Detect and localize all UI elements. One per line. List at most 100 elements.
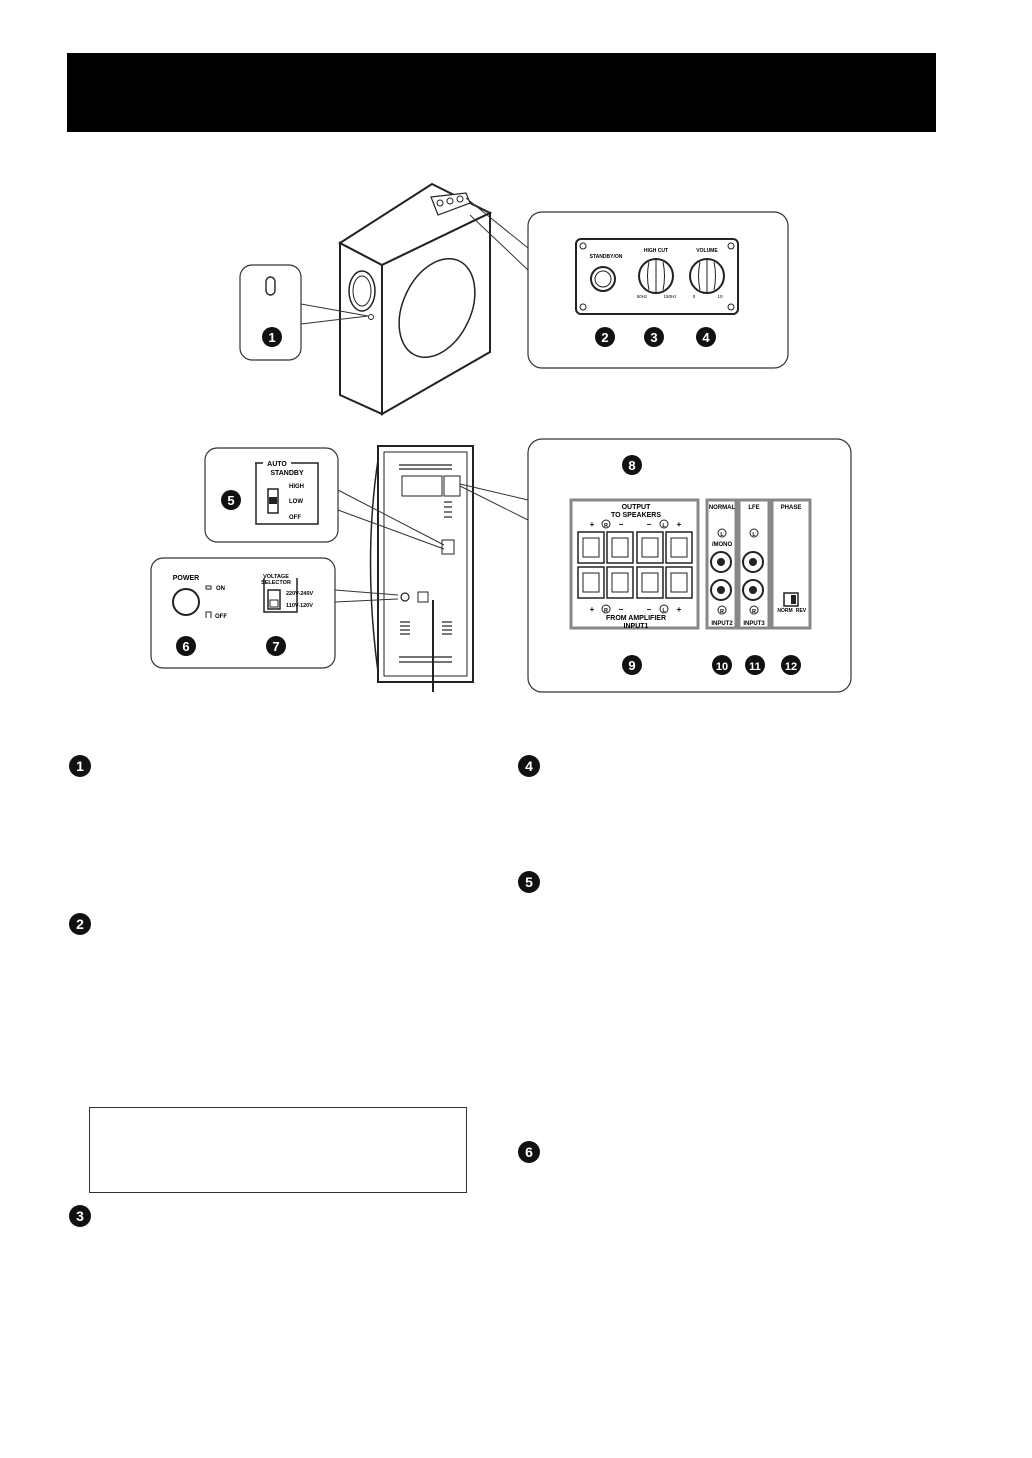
rear-panel-callout-box bbox=[527, 438, 852, 693]
auto-standby-subtitle: STANDBY bbox=[270, 470, 304, 477]
r-label: R bbox=[720, 609, 724, 615]
phase-rev-label: REV bbox=[796, 608, 807, 614]
mono-label: /MONO bbox=[712, 542, 733, 548]
callout-number: 12 bbox=[785, 661, 797, 673]
callout-marker bbox=[745, 655, 765, 675]
speaker-terminal[interactable] bbox=[606, 531, 634, 564]
amplifier-terminal[interactable] bbox=[577, 566, 605, 599]
minus-sign: − bbox=[647, 605, 652, 614]
input2-label: INPUT2 bbox=[711, 621, 733, 627]
standby-indicator bbox=[265, 276, 276, 296]
amplifier-terminal[interactable] bbox=[606, 566, 634, 599]
input2-section: NORMAL L /MONO R INPUT2 bbox=[705, 498, 738, 630]
r-label: R bbox=[604, 523, 608, 529]
rear-cabinet bbox=[369, 445, 474, 692]
input1-label: INPUT1 bbox=[624, 623, 649, 630]
section-marker-5: 5 bbox=[518, 871, 540, 893]
voltage-high-label: 220V-240V bbox=[286, 591, 314, 597]
plus-sign: + bbox=[677, 520, 682, 529]
callout-marker bbox=[622, 455, 642, 475]
volume-min-label: 0 bbox=[693, 294, 696, 299]
plus-sign: + bbox=[590, 605, 595, 614]
voltage-low-label: 110V-120V bbox=[286, 603, 313, 609]
speaker-terminal[interactable] bbox=[577, 531, 605, 564]
section-marker-4: 4 bbox=[518, 755, 540, 777]
output-label: OUTPUT bbox=[622, 504, 652, 511]
l-label: L bbox=[752, 532, 756, 538]
power-label: POWER bbox=[173, 575, 199, 582]
callout-marker bbox=[176, 636, 196, 656]
r-label: R bbox=[752, 609, 756, 615]
high-cut-min-label: 50Hz bbox=[637, 294, 648, 299]
phase-label: PHASE bbox=[781, 505, 802, 511]
volume-label: VOLUME bbox=[696, 248, 718, 254]
auto-standby-off: OFF bbox=[289, 515, 301, 521]
plus-sign: + bbox=[590, 520, 595, 529]
callout-markers: 1 2 3 4 5 6 7 8 9 10 11 12 bbox=[176, 327, 801, 675]
high-cut-label: HIGH CUT bbox=[644, 248, 668, 254]
top-control-panel: STANDBY/ON HIGH CUT 50Hz 150Hz VOLUME 0 … bbox=[575, 238, 739, 315]
callout-marker bbox=[266, 636, 286, 656]
section-marker-6: 6 bbox=[518, 1141, 540, 1163]
callout-number: 11 bbox=[749, 661, 761, 673]
power-panel: POWER ON OFF VOLTAGE SELECTOR 220V-240V … bbox=[172, 574, 314, 620]
callout-marker bbox=[644, 327, 664, 347]
minus-sign: − bbox=[647, 520, 652, 529]
power-on-label: ON bbox=[216, 586, 225, 592]
callout-number: 3 bbox=[650, 330, 657, 345]
power-callout-box bbox=[150, 557, 336, 669]
power-button[interactable] bbox=[172, 588, 200, 616]
speaker-cabinet bbox=[338, 182, 493, 416]
l-label: L bbox=[720, 532, 724, 538]
note-box bbox=[89, 1107, 467, 1193]
section-marker-3: 3 bbox=[69, 1205, 91, 1227]
speaker-terminal[interactable] bbox=[636, 531, 664, 564]
speaker-terminals: OUTPUT TO SPEAKERS + R − − L + + R − bbox=[569, 498, 700, 630]
phase-norm-label: NORM bbox=[777, 608, 792, 614]
callout-marker bbox=[696, 327, 716, 347]
indicator-callout-box bbox=[239, 264, 302, 361]
callout-number: 5 bbox=[227, 493, 234, 508]
callout-marker bbox=[595, 327, 615, 347]
callout-marker bbox=[712, 655, 732, 675]
volume-max-label: 10 bbox=[717, 294, 723, 299]
voltage-title-1: VOLTAGE bbox=[263, 574, 289, 580]
amplifier-terminal[interactable] bbox=[665, 566, 693, 599]
rear-vents bbox=[399, 464, 452, 663]
voltage-title-2: SELECTOR bbox=[261, 580, 291, 586]
section-marker-2: 2 bbox=[69, 913, 91, 935]
speaker-terminal[interactable] bbox=[665, 531, 693, 564]
callout-number: 9 bbox=[628, 658, 635, 673]
input3-section: LFE L R INPUT3 bbox=[737, 498, 771, 630]
callout-marker bbox=[221, 490, 241, 510]
minus-sign: − bbox=[619, 605, 624, 614]
callout-number: 2 bbox=[601, 330, 608, 345]
callout-number: 1 bbox=[268, 330, 275, 345]
subwoofer-diagram: STANDBY/ON HIGH CUT 50Hz 150Hz VOLUME 0 … bbox=[150, 182, 852, 693]
callout-marker bbox=[622, 655, 642, 675]
to-speakers-label: TO SPEAKERS bbox=[611, 512, 661, 519]
amplifier-terminal[interactable] bbox=[636, 566, 664, 599]
callout-number: 4 bbox=[702, 330, 710, 345]
auto-standby-switch-panel: AUTO STANDBY HIGH LOW OFF bbox=[255, 461, 319, 525]
callout-number: 7 bbox=[272, 639, 279, 654]
auto-standby-high: HIGH bbox=[289, 484, 304, 490]
normal-label: NORMAL bbox=[709, 505, 736, 511]
callout-number: 6 bbox=[182, 639, 189, 654]
from-amplifier-label: FROM AMPLIFIER bbox=[606, 615, 666, 622]
phase-section: PHASE NORM REV bbox=[770, 498, 812, 630]
callout-marker bbox=[262, 327, 282, 347]
callout-number: 8 bbox=[628, 458, 635, 473]
standby-on-label: STANDBY/ON bbox=[590, 254, 623, 260]
power-off-label: OFF bbox=[215, 614, 227, 620]
section-marker-1: 1 bbox=[69, 755, 91, 777]
callout-marker bbox=[781, 655, 801, 675]
r-label: R bbox=[604, 608, 608, 614]
page-header-bar bbox=[67, 53, 936, 132]
callout-number: 10 bbox=[716, 661, 728, 673]
auto-standby-title: AUTO bbox=[267, 461, 287, 468]
lfe-label: LFE bbox=[748, 505, 759, 511]
high-cut-max-label: 150Hz bbox=[663, 294, 677, 299]
input3-label: INPUT3 bbox=[743, 621, 765, 627]
plus-sign: + bbox=[677, 605, 682, 614]
